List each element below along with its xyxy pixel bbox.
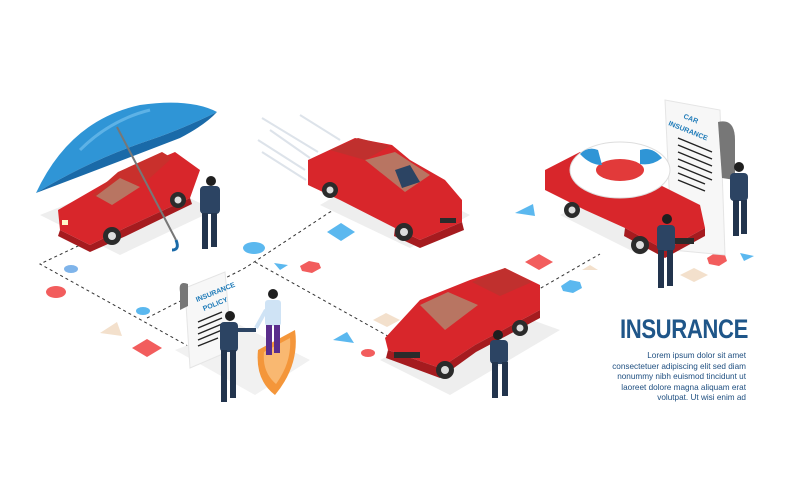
businessman-presenting-figure [730,162,748,236]
businessman-left-figure [220,311,256,402]
description-line: consectetuer adipiscing elit sed diam [612,361,746,371]
damaged-car-scene [380,268,560,398]
description-line: nonummy nibh euismod tincidunt ut [617,372,746,382]
driving-scene [257,114,470,248]
red-car-driving [308,138,464,248]
description-line: laoreet dolore magna aliquam erat [621,382,746,392]
businessman-near-car-figure [657,214,675,288]
distressed-man-figure [490,330,508,398]
red-car-umbrella [58,152,200,252]
red-car-damaged [385,268,540,379]
umbrella-scene [36,102,220,255]
thinking-man-figure [200,176,220,249]
page-title: INSURANCE [620,314,748,344]
description-text: Lorem ipsum dolor sit amet consectetuer … [596,351,746,404]
speed-lines [257,114,341,181]
umbrella-icon [36,102,217,252]
handshake-scene: INSURANCE POLICY [175,271,310,402]
businessman-right-figure [254,289,281,355]
description-line: volutpat. Ut wisi enim ad [657,393,746,403]
lifebuoy-icon [569,141,671,199]
lifebuoy-scene: CAR INSURANCE [545,99,748,288]
decorative-shapes [46,204,754,357]
description-line: Lorem ipsum dolor sit amet [647,351,746,360]
